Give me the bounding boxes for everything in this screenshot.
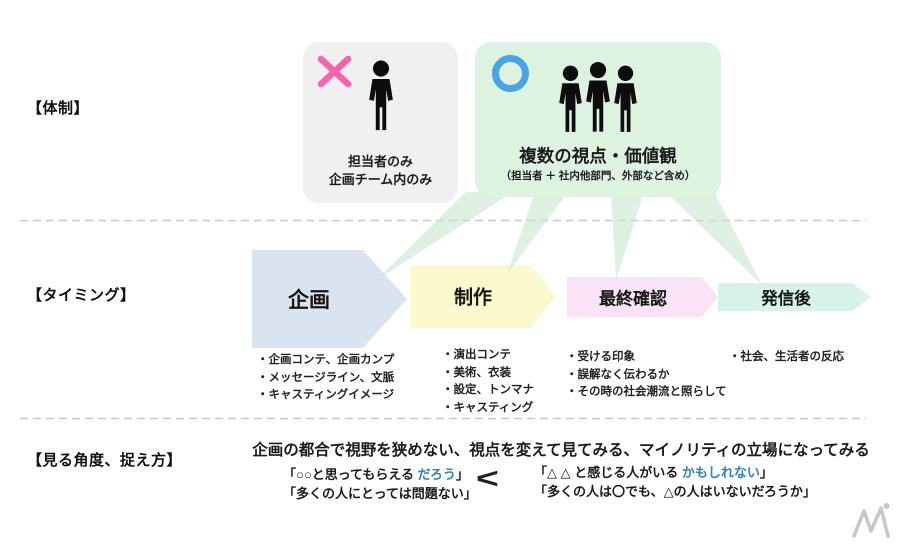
section-label-structure: 【体制】 (27, 100, 90, 117)
bullet-item: ・演出コンテ (442, 349, 511, 361)
ok-card-subtitle: （担当者 ＋ 社内他部門、外部など含め） (500, 170, 696, 182)
multi-perspective-card: 複数の視点・価値観 （担当者 ＋ 社内他部門、外部など含め） (475, 42, 721, 197)
stage-label-plan: 企画 (288, 289, 330, 312)
ok-card-title: 複数の視点・価値観 (519, 146, 677, 166)
bullet-list-plan: ・企画コンテ、企画カンプ ・メッセージライン、文脈 ・キャスティングイメージ (257, 352, 394, 405)
brand-logo (852, 503, 890, 538)
speech-tail-to-after-release (666, 192, 762, 285)
bullet-item: ・社会、生活者の反応 (729, 351, 844, 363)
stage-arrow-plan (252, 250, 407, 348)
speech-tail-to-production (507, 192, 568, 274)
less-than-symbol: < (476, 463, 499, 495)
bullet-item: ・設定、トンマナ (442, 384, 534, 396)
stage-label-production: 制作 (453, 287, 493, 309)
quote-line: 「○○と思ってもらえる だろう」 (283, 467, 469, 482)
ng-card-line2: 企画チーム内のみ (328, 172, 433, 187)
emphasis-word: かもしれない (681, 465, 760, 480)
bullet-item: ・キャスティング (442, 401, 534, 414)
bullet-item: ・その時の社会潮流と照らして (566, 386, 727, 398)
bullet-list-after-release: ・社会、生活者の反応 (729, 349, 844, 367)
section-label-timing: 【タイミング】 (27, 287, 136, 304)
section-label-perspective: 【見る角度、捉え方】 (27, 452, 183, 469)
ng-card-line1: 担当者のみ (347, 154, 413, 169)
bullet-item: ・美術、衣装 (442, 366, 511, 379)
circle-mark-icon (492, 55, 529, 92)
bullet-item: ・誤解なく伝わるか (566, 368, 670, 381)
bullet-item: ・キャスティングイメージ (257, 389, 395, 401)
bullet-list-final-check: ・受ける印象 ・誤解なく伝わるか ・その時の社会潮流と照らして (566, 349, 727, 402)
x-mark-icon (317, 55, 352, 88)
stage-arrow-final-check (567, 277, 718, 317)
quote-line: 「△ △ と感じる人がいる かもしれない」 (534, 465, 773, 480)
quote-line: 「多くの人にとっては問題ない」 (283, 485, 477, 501)
speech-tail-to-plan (375, 192, 513, 281)
empathy-quotes: 「△ △ と感じる人がいる かもしれない」 「多くの人は〇でも、△の人はいないだ… (534, 464, 816, 501)
assumption-quotes: 「○○と思ってもらえる だろう」 「多くの人にとっては問題ない」 (283, 466, 477, 503)
stage-label-after-release: 発信後 (761, 290, 811, 308)
stage-arrow-after-release (718, 283, 871, 311)
stage-label-final-check: 最終確認 (599, 289, 667, 309)
three-people-icon (559, 61, 637, 132)
bullet-item: ・メッセージライン、文脈 (257, 371, 395, 384)
quote-line: 「多くの人は〇でも、△の人はいないだろうか」 (534, 483, 816, 499)
single-person-icon (362, 60, 400, 132)
bullet-item: ・受ける印象 (566, 351, 635, 363)
perspective-heading: 企画の都合で視野を狭めない、視点を変えて見てみる、マイノリティの立場になってみる (252, 442, 870, 459)
speech-tail-to-final-check (611, 192, 644, 280)
stage-arrow-production (410, 265, 556, 328)
bullet-list-production: ・演出コンテ ・美術、衣装 ・設定、トンマナ ・キャスティング (442, 347, 534, 417)
emphasis-word: だろう (417, 467, 456, 482)
single-perspective-card: 担当者のみ 企画チーム内のみ (303, 42, 458, 203)
bullet-item: ・企画コンテ、企画カンプ (257, 354, 395, 366)
